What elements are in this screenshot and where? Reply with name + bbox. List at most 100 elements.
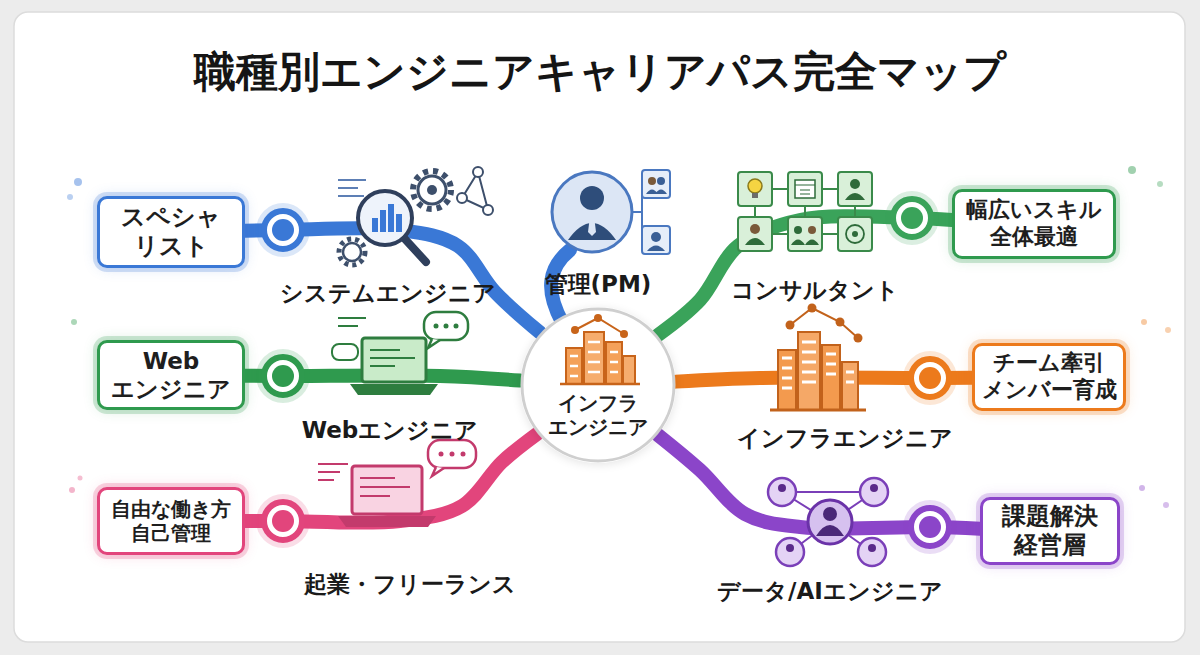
- data-ai-network-icon: [776, 538, 804, 566]
- card-background: [14, 12, 1185, 642]
- pm-icon: [588, 216, 596, 236]
- infra-city-icon: [782, 342, 854, 388]
- consultant-icon: [750, 224, 760, 234]
- decor-dots: [1165, 327, 1171, 333]
- branch-knob: [256, 494, 310, 548]
- system-engineer-icon: [413, 171, 451, 209]
- web-laptop-icon: [332, 344, 358, 360]
- goal-box: 幅広いスキル 全体最適: [952, 189, 1116, 259]
- system-engineer-icon: [343, 243, 361, 261]
- decor-dots: [67, 194, 73, 200]
- data-ai-network-icon: [868, 544, 876, 552]
- consultant-icon: [752, 193, 758, 198]
- decor-dots: [78, 476, 83, 481]
- hub-outline: [522, 309, 674, 461]
- system-engineer-icon: [388, 204, 394, 232]
- center-city-icon: [570, 342, 618, 376]
- consultant-icon: [846, 225, 864, 243]
- branch-knob: [901, 207, 923, 229]
- system-engineer-icon: [457, 193, 467, 203]
- node-label: チーム牽引 メンバー育成: [979, 350, 1119, 404]
- consultant-icon: [852, 231, 858, 237]
- consultant-icon: [791, 240, 819, 246]
- hub-circle: インフラ エンジニア: [520, 307, 676, 463]
- consultant-icon: [808, 226, 816, 234]
- infra-city-icon: [842, 362, 858, 410]
- web-laptop-icon: [444, 324, 449, 329]
- infra-city-icon: [770, 304, 866, 411]
- decor-dots: [1128, 166, 1136, 174]
- branch-knob: [893, 199, 931, 237]
- web-laptop-icon: [424, 312, 468, 340]
- decor-dots: [67, 166, 1171, 508]
- infra-city-icon: [808, 304, 817, 313]
- branch-label: 管理(PM): [545, 269, 652, 300]
- pm-icon: [642, 170, 670, 198]
- consultant-icon: [748, 179, 762, 193]
- system-engineer-icon: [372, 218, 378, 232]
- branch-knob: [272, 219, 294, 241]
- pm-icon: [648, 177, 656, 185]
- web-laptop-icon: [454, 324, 459, 329]
- system-engineer-icon: [380, 210, 386, 232]
- branch-knob: [256, 203, 310, 257]
- consultant-icon: [838, 172, 872, 206]
- center-city-icon: [566, 348, 582, 384]
- pm-icon: [651, 232, 661, 242]
- branch-knob: [272, 510, 294, 532]
- branch-knob: [903, 500, 957, 554]
- node-label: 幅広いスキル 全体最適: [959, 197, 1109, 251]
- freelance-laptop-icon: [318, 464, 348, 480]
- decor-dots: [69, 487, 75, 493]
- freelance-laptop-icon: [461, 452, 466, 457]
- data-ai-network-icon: [860, 478, 888, 506]
- infra-city-icon: [786, 321, 795, 330]
- goal-box: チーム牽引 メンバー育成: [972, 343, 1126, 411]
- branch-knob: [256, 494, 310, 548]
- center-city-icon: [620, 330, 628, 338]
- center-city-icon: [571, 326, 579, 334]
- system-engineer-icon: [339, 239, 365, 265]
- goal-box: Web エンジニア: [97, 340, 245, 410]
- center-city-icon: [606, 342, 622, 384]
- pm-icon: [647, 246, 665, 252]
- web-laptop-icon: [332, 312, 468, 395]
- freelance-laptop-icon: [318, 440, 476, 527]
- branch-label: Webエンジニア: [302, 415, 479, 446]
- data-ai-network-icon: [786, 544, 794, 552]
- pm-icon: [632, 184, 642, 240]
- center-city-icon: [575, 318, 624, 334]
- branch-knob: [885, 191, 939, 245]
- goal-box: 自由な働き方 自己管理: [97, 487, 245, 555]
- branch-knob: [911, 359, 949, 397]
- decor-dots: [1139, 485, 1145, 491]
- branch-knob: [911, 508, 949, 546]
- freelance-laptop-icon: [352, 466, 422, 514]
- consultant-icon: [788, 217, 822, 251]
- pm-icon: [642, 226, 670, 254]
- data-ai-network-icon: [870, 484, 878, 492]
- branch-knob: [256, 349, 310, 403]
- consultant-icon: [794, 226, 802, 234]
- data-ai-network-icon: [768, 478, 888, 566]
- branch-knob: [272, 365, 294, 387]
- pm-icon: [552, 172, 632, 252]
- branch-knob: [919, 516, 941, 538]
- branch-knob: [264, 502, 302, 540]
- branch-label: システムエンジニア: [280, 278, 496, 309]
- node-label: Web エンジニア: [104, 347, 238, 403]
- web-laptop-icon: [434, 324, 439, 329]
- branch-label: インフラエンジニア: [737, 423, 953, 454]
- web-laptop-icon: [362, 338, 426, 382]
- freelance-laptop-icon: [338, 516, 436, 527]
- center-city-icon: [594, 314, 602, 322]
- system-engineer-icon: [338, 167, 493, 265]
- consultant-icon: [795, 180, 815, 198]
- pm-icon: [552, 170, 670, 254]
- consultant-icon: [850, 179, 860, 189]
- consultant-icon: [738, 172, 872, 251]
- infra-city-icon: [770, 409, 866, 412]
- diagram-title: 職種別エンジニアキャリアパス完全マップ: [0, 44, 1200, 100]
- branch-knob: [256, 203, 310, 257]
